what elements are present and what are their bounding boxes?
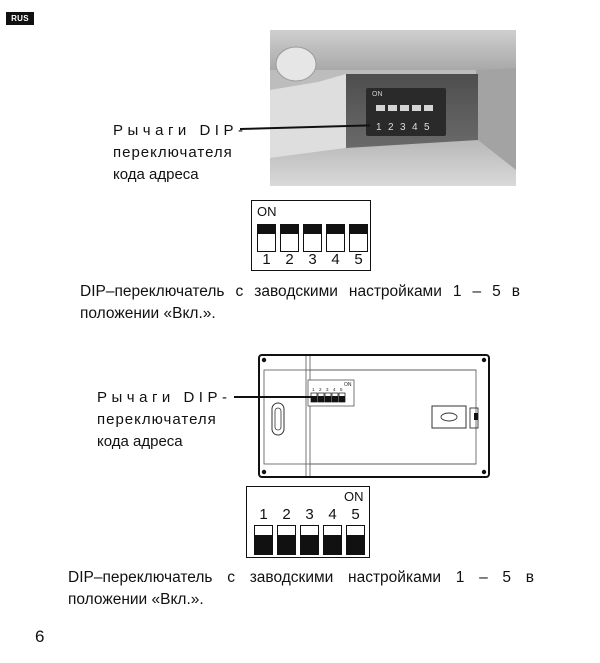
dip-number-1: 1	[262, 251, 271, 268]
dip-number-4: 4	[331, 251, 340, 268]
caption-2-line-2: положении «Вкл.».	[68, 591, 204, 608]
dip2-switch-5	[346, 525, 365, 555]
photo-num-5: 5	[424, 122, 430, 133]
dip2-number-1: 1	[259, 506, 268, 523]
photo-num-1: 1	[376, 122, 382, 133]
dip-switch-1	[257, 224, 276, 252]
dip-switch-photo-graphic: ON 1 2 3 4 5	[270, 30, 516, 186]
page-number: 6	[35, 627, 45, 646]
dip-number-2: 2	[285, 251, 294, 268]
dip2-number-4: 4	[328, 506, 337, 523]
dip2-switch-3	[300, 525, 319, 555]
dip-number-3: 3	[308, 251, 317, 268]
drawing-num-1: 1	[312, 387, 315, 392]
caption-2-line-1: DIP–переключатель с заводскими настройка…	[68, 569, 534, 586]
drawing-num-2: 2	[319, 387, 322, 392]
dip2-switch-4	[323, 525, 342, 555]
device-housing-drawing: ON 1 2 3 4 5	[258, 354, 490, 478]
drawing-on-label: ON	[344, 382, 352, 388]
dip-switch-3	[303, 224, 322, 252]
dip2-number-2: 2	[282, 506, 291, 523]
dip-number-5: 5	[354, 251, 363, 268]
callout-text-1: Рычаги DIP- переключателя кода адреса	[113, 120, 247, 186]
drawing-num-5: 5	[340, 387, 343, 392]
callout-2-line-1: Рычаги DIP-	[97, 389, 232, 406]
dip2-number-3: 3	[305, 506, 314, 523]
callout-line-2: переключателя	[113, 144, 233, 161]
photo-num-4: 4	[412, 122, 418, 133]
caption-1-line-2: положении «Вкл.».	[80, 305, 216, 322]
dip2-switch-1	[254, 525, 273, 555]
dip2-number-5: 5	[351, 506, 360, 523]
drawing-num-3: 3	[326, 387, 329, 392]
language-badge: RUS	[6, 12, 34, 25]
callout-2-line-2: переключателя	[97, 411, 217, 428]
dip-on-label-2: ON	[344, 489, 364, 504]
dip-switch-diagram: ON 1 2 3 4 5	[251, 200, 371, 271]
device-housing-graphic: ON 1 2 3 4 5	[258, 354, 490, 478]
dip-switch-2	[280, 224, 299, 252]
dip-switch-photo: ON 1 2 3 4 5	[270, 30, 516, 186]
callout-line-1: Рычаги DIP-	[113, 122, 248, 139]
dip2-switch-2	[277, 525, 296, 555]
caption-2: DIP–переключатель с заводскими настройка…	[68, 567, 534, 611]
callout-line-3: кода адреса	[113, 166, 199, 183]
dip-switch-4	[326, 224, 345, 252]
photo-on-label: ON	[372, 91, 383, 98]
photo-num-3: 3	[400, 122, 406, 133]
dip-switch-5	[349, 224, 368, 252]
callout-2-line-3: кода адреса	[97, 433, 183, 450]
caption-1-line-1: DIP–переключатель с заводскими настройка…	[80, 283, 520, 300]
drawing-num-4: 4	[333, 387, 336, 392]
dip-on-label: ON	[257, 204, 277, 219]
dip-switch-diagram-2: ON 1 2 3 4 5	[246, 486, 370, 558]
photo-num-2: 2	[388, 122, 394, 133]
callout-leader-line-2	[234, 396, 314, 398]
callout-text-2: Рычаги DIP- переключателя кода адреса	[97, 387, 231, 453]
caption-1: DIP–переключатель с заводскими настройка…	[80, 281, 520, 325]
